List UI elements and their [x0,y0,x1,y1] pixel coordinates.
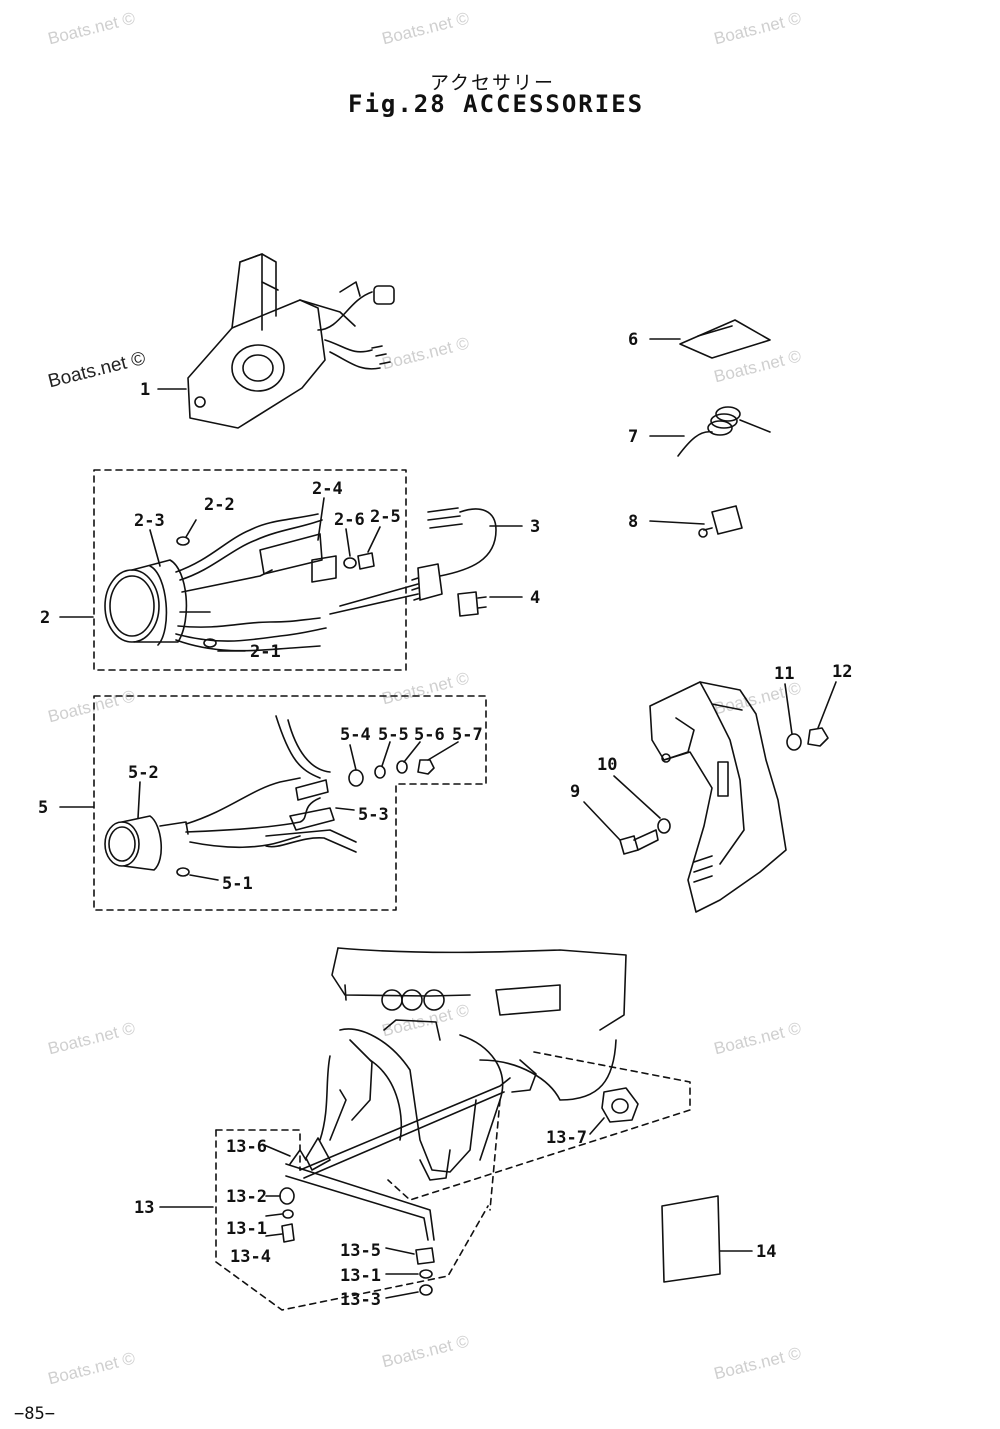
leader-line [335,807,355,811]
engine-bracket-illustration [305,947,627,1181]
leader-line [649,520,705,525]
leader-line [784,683,793,735]
callout-label: 4 [530,588,540,608]
callout-label: 5-4 [340,725,371,745]
callout-label: 13-2 [226,1187,267,1207]
grease-fitting-illustration [698,505,743,538]
leader-line [189,874,219,881]
callout-label: 2-2 [204,495,235,515]
callout-label: 1 [140,380,150,400]
leader-line [427,741,459,761]
callout-label: 5-1 [222,874,253,894]
leader-line [613,775,661,819]
leader-line [589,1117,605,1135]
leader-line [345,528,351,557]
callout-label: 13-1 [340,1266,381,1286]
steering-hardware-illustration [279,1087,639,1296]
figure-title-japanese: アクセサリー [430,72,556,94]
leader-line [385,1291,419,1299]
assembly-group-box [215,1129,301,1171]
figure-title: Fig.28 ACCESSORIES [348,90,645,118]
leader-line [149,529,161,567]
tachometer-illustration [104,513,375,652]
callout-label: 6 [628,330,638,350]
bolt-washer-nut-illustration [619,727,829,855]
callout-label: 2 [40,608,50,628]
callout-label: 7 [628,427,638,447]
leader-line [817,681,837,729]
callout-label: 5-5 [378,725,409,745]
assembly-group-box [215,1129,489,1311]
dashed-guide-line [489,1099,501,1211]
tool-bag-illustration [679,319,771,359]
callout-label: 13-6 [226,1137,267,1157]
callout-label: 13-4 [230,1247,271,1267]
page-number: −85− [14,1404,55,1424]
callout-label: 3 [530,517,540,537]
lanyard-cord-illustration [677,406,771,457]
leader-line [185,519,197,538]
callout-label: 14 [756,1242,776,1262]
callout-label: 11 [774,664,794,684]
leader-line [137,781,141,819]
callout-label: 13-3 [340,1290,381,1310]
leader-line [265,1213,283,1217]
transom-bracket-illustration [649,681,787,913]
trim-meter-illustration [104,715,357,877]
wire-harness-illustration [329,507,497,617]
callout-label: 2-4 [312,479,343,499]
callout-label: 10 [597,755,617,775]
leader-line [403,741,421,763]
callout-label: 9 [570,782,580,802]
callout-label: 2-5 [370,507,401,527]
callout-label: 12 [832,662,852,682]
callout-label: 5-7 [452,725,483,745]
leader-line [367,526,381,553]
callout-label: 5-6 [414,725,445,745]
leader-line [349,744,357,771]
remote-control-box-illustration [187,253,395,429]
leader-line [317,497,325,541]
callout-label: 13-7 [546,1128,587,1148]
leader-line [583,801,621,841]
callout-label: 8 [628,512,638,532]
assembly-group-box [93,469,407,671]
callout-label: 13-5 [340,1241,381,1261]
leader-line [265,1233,283,1237]
callout-label: 5-3 [358,805,389,825]
callout-label: 13 [134,1198,154,1218]
callout-label: 2-6 [334,510,365,530]
washer-nut-set-illustration [348,759,435,787]
callout-label: 5-2 [128,763,159,783]
callout-label: 2-3 [134,511,165,531]
assembly-group-box [387,1051,691,1201]
callout-label: 2-1 [250,642,281,662]
leader-line [381,741,391,767]
callout-label: 5 [38,798,48,818]
callout-label: 13-1 [226,1219,267,1239]
leader-line [263,1144,291,1157]
instruction-card-illustration [661,1195,721,1283]
leader-line [385,1247,415,1255]
steering-tie-bar-illustration [285,1077,511,1241]
